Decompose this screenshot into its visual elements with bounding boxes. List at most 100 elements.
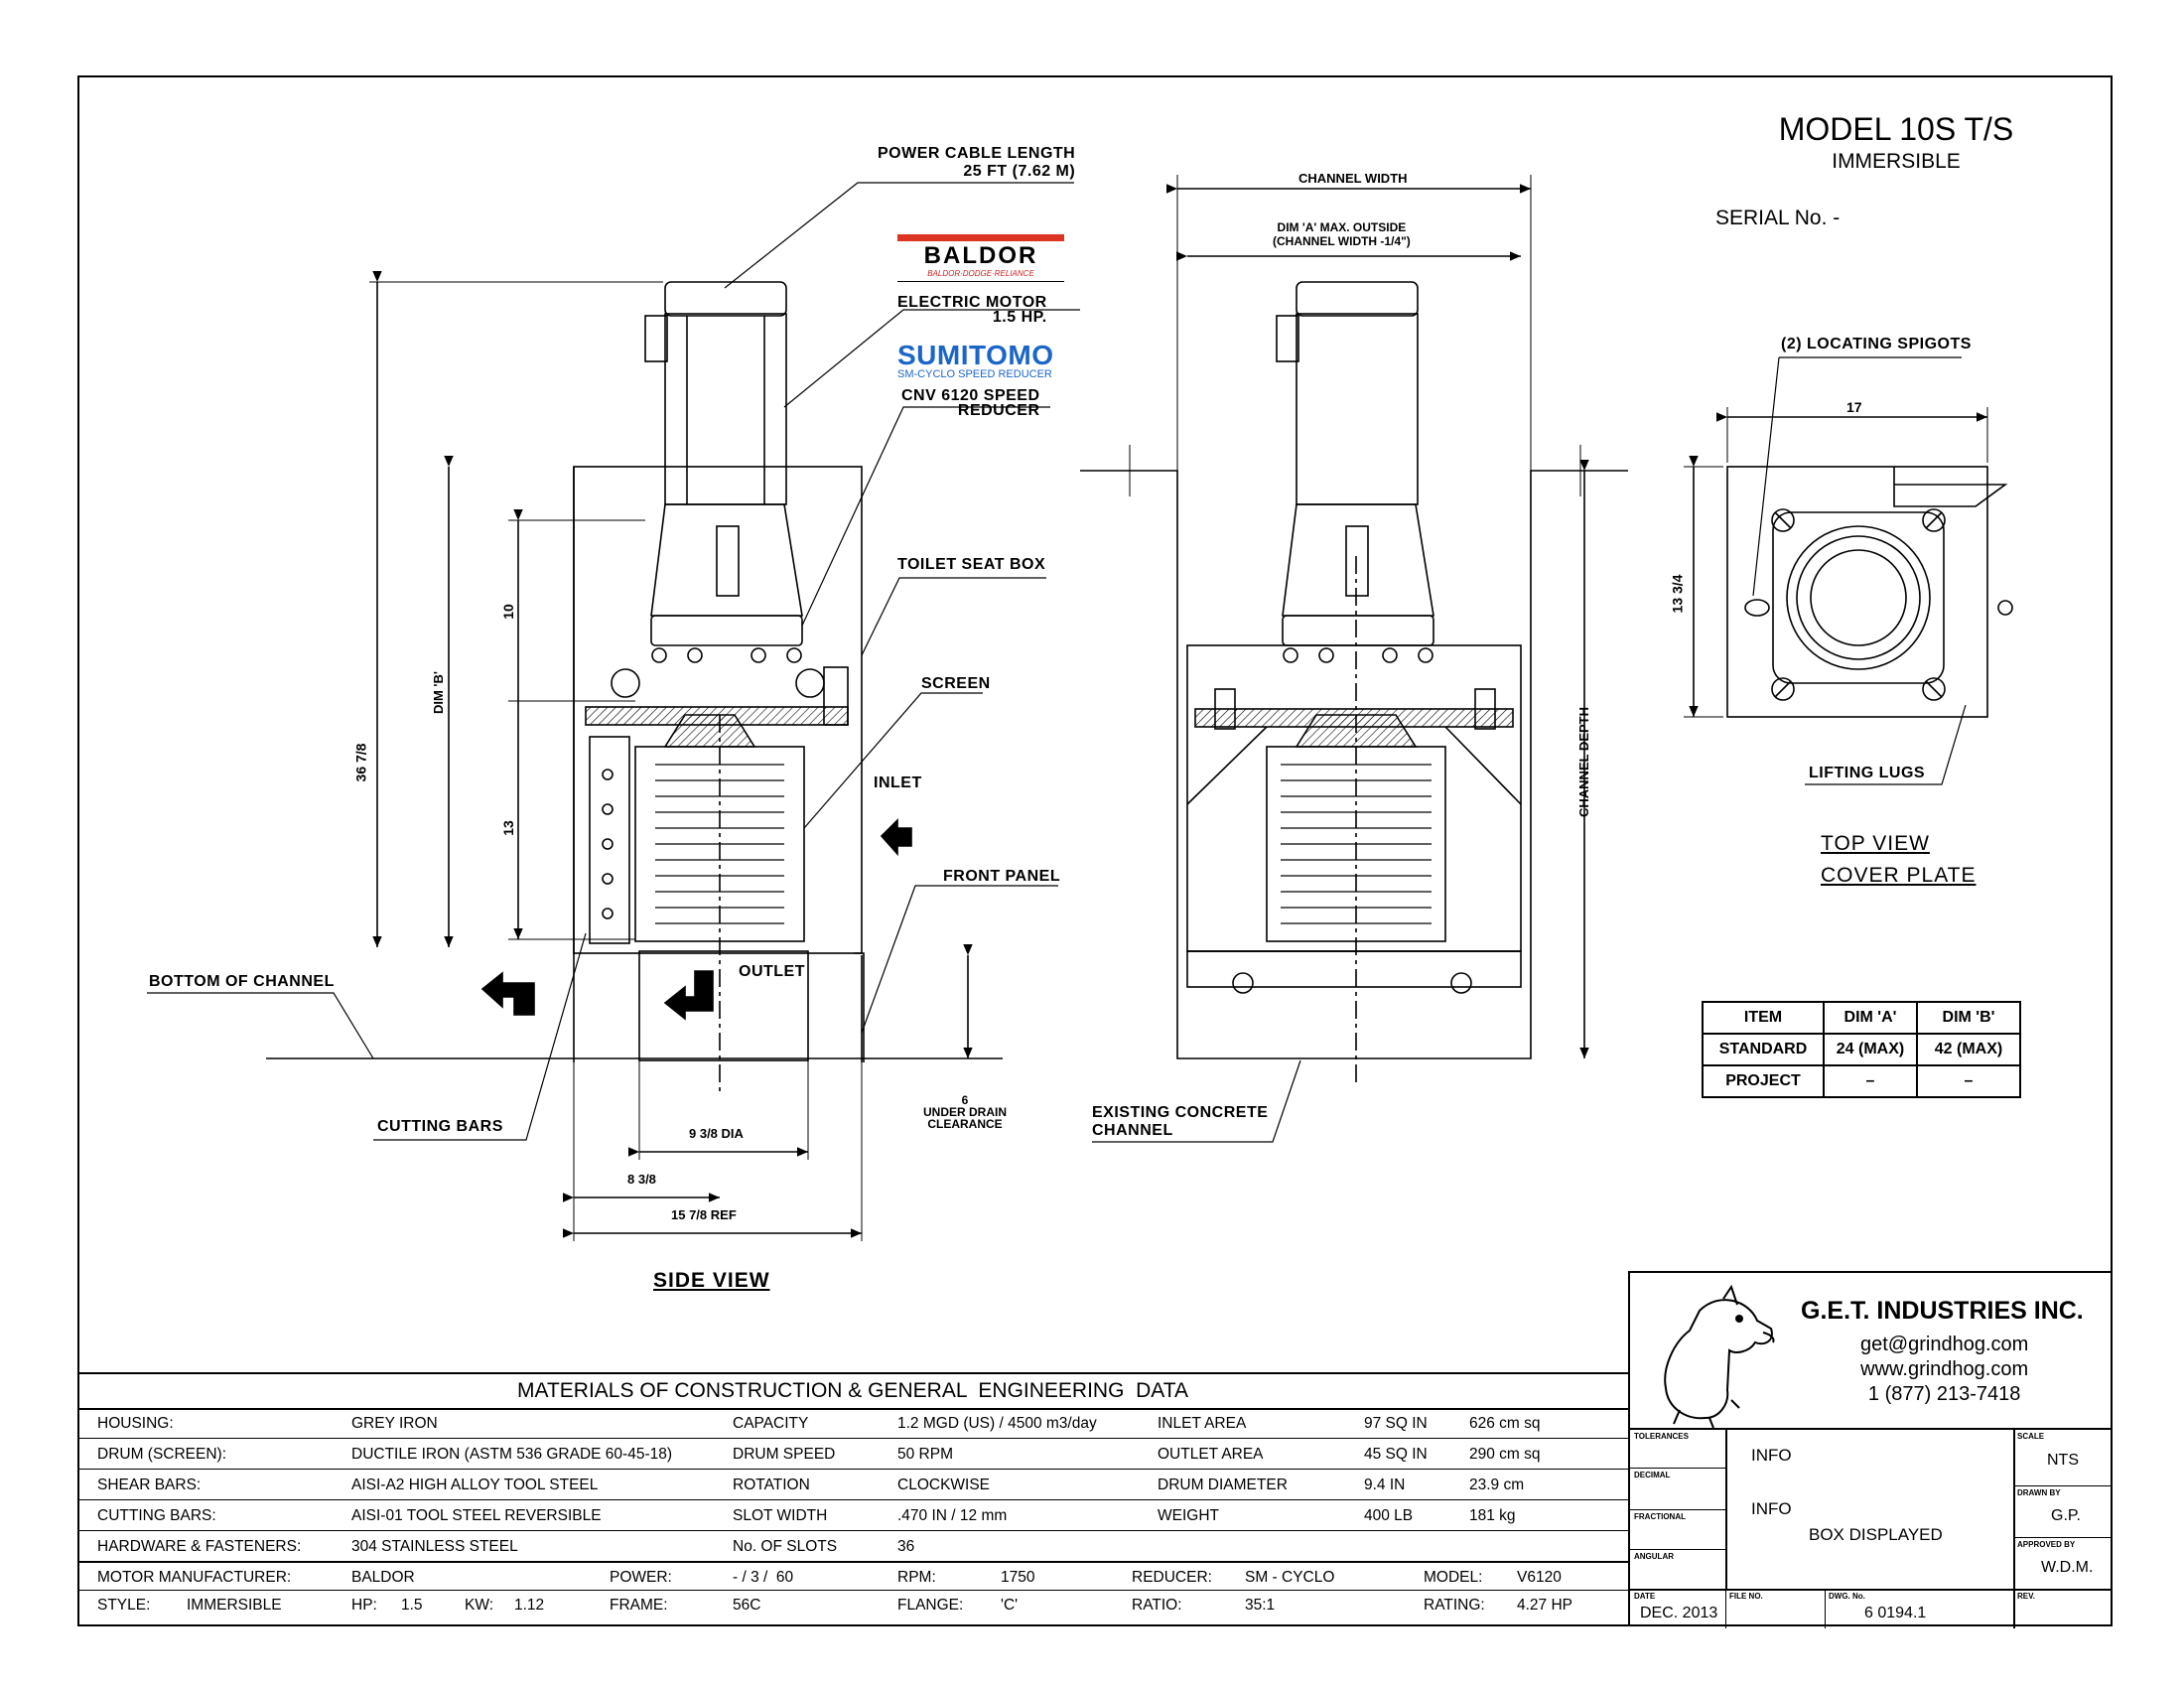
- label-front-panel: FRONT PANEL: [943, 868, 1061, 885]
- materials-title: MATERIALS OF CONSTRUCTION & GENERAL ENGI…: [77, 1374, 1628, 1410]
- materials-cell: INLET AREA: [1158, 1415, 1247, 1432]
- company-email[interactable]: get@grindhog.com: [1860, 1334, 2029, 1355]
- materials-cell: DRUM DIAMETER: [1158, 1477, 1288, 1493]
- label-cutting-bars: CUTTING BARS: [377, 1118, 503, 1135]
- dim-table-cell: PROJECT: [1702, 1064, 1825, 1098]
- dim-table-cell: –: [1916, 1064, 2021, 1098]
- motor-row-cell: RPM:: [897, 1569, 936, 1586]
- motor-row-cell: BALDOR: [351, 1569, 415, 1586]
- label-locating-spigots: (2) LOCATING SPIGOTS: [1781, 336, 1972, 352]
- company-phone[interactable]: 1 (877) 213-7418: [1867, 1383, 2021, 1405]
- tb-dwg: 6 0194.1: [1864, 1605, 1927, 1621]
- dim-13-34: 13 3/4: [1669, 574, 1686, 614]
- label-power-cable-line1: POWER CABLE LENGTH: [878, 145, 1076, 162]
- materials-cell: .470 IN / 12 mm: [897, 1507, 1008, 1524]
- company-name: G.E.T. INDUSTRIES INC.: [1801, 1297, 2084, 1325]
- tb-drawn: G.P.: [2051, 1507, 2081, 1524]
- materials-cell: 9.4 IN: [1364, 1477, 1406, 1493]
- materials-cell: DRUM SPEED: [733, 1446, 836, 1463]
- sumitomo-subline: SM-CYCLO SPEED REDUCER: [897, 368, 1052, 380]
- dim-b: DIM 'B': [431, 670, 447, 715]
- baldor-subline: BALDOR·DODGE·RELIANCE: [927, 269, 1034, 278]
- dim-drum-dia: 9 3/8 DIA: [689, 1126, 744, 1141]
- motor-row-cell: V6120: [1517, 1569, 1562, 1586]
- style-row-cell: KW:: [465, 1597, 493, 1614]
- materials-cell: 23.9 cm: [1469, 1477, 1525, 1493]
- motor-row-cell: MOTOR MANUFACTURER:: [97, 1569, 292, 1586]
- style-row-cell: HP:: [351, 1597, 377, 1614]
- materials-cell: No. OF SLOTS: [733, 1538, 838, 1555]
- label-electric-motor-line1: ELECTRIC MOTOR: [897, 294, 1047, 311]
- motor-row-cell: MODEL:: [1424, 1569, 1483, 1586]
- materials-cell: DRUM (SCREEN):: [97, 1446, 227, 1463]
- materials-cell: OUTLET AREA: [1158, 1446, 1264, 1463]
- materials-cell: 50 RPM: [897, 1446, 953, 1463]
- materials-cell: 304 STAINLESS STEEL: [351, 1538, 518, 1555]
- tb-date-label: DATE: [1634, 1592, 1656, 1601]
- motor-row-cell: REDUCER:: [1132, 1569, 1212, 1586]
- dim-table-head-a: DIM 'A': [1823, 1001, 1918, 1035]
- tb-scale-label: SCALE: [2017, 1432, 2045, 1441]
- table-row: STANDARD 24 (MAX) 42 (MAX): [1702, 1033, 2021, 1066]
- style-row-cell: FLANGE:: [897, 1597, 964, 1614]
- dimension-table: ITEM DIM 'A' DIM 'B' STANDARD 24 (MAX) 4…: [1702, 1001, 2021, 1098]
- dim-17: 17: [1846, 399, 1862, 415]
- style-row-cell: RATING:: [1424, 1597, 1485, 1614]
- company-contact: get@grindhog.com www.grindhog.com 1 (877…: [1860, 1333, 2028, 1407]
- style-row-cell: RATIO:: [1132, 1597, 1182, 1614]
- tb-fractional: FRACTIONAL: [1634, 1512, 1686, 1521]
- materials-cell: AISI-A2 HIGH ALLOY TOOL STEEL: [351, 1477, 599, 1493]
- label-lifting-lugs: LIFTING LUGS: [1809, 765, 1926, 781]
- label-under-drain-line3: CLEARANCE: [927, 1117, 1003, 1131]
- materials-cell: CLOCKWISE: [897, 1477, 991, 1493]
- sumitomo-logo: SUMITOMO SM-CYCLO SPEED REDUCER: [897, 340, 1053, 380]
- dim-10: 10: [499, 604, 516, 620]
- model-title: MODEL 10S T/S: [1778, 111, 2014, 147]
- tb-approved: W.D.M.: [2041, 1559, 2094, 1576]
- style-row-cell: 1.5: [401, 1597, 423, 1614]
- company-block: G.E.T. INDUSTRIES INC. get@grindhog.com …: [1628, 1271, 2113, 1429]
- materials-cell: CAPACITY: [733, 1415, 809, 1432]
- table-row: CUTTING BARS:AISI-01 TOOL STEEL REVERSIB…: [77, 1500, 1628, 1531]
- materials-cell: 626 cm sq: [1469, 1415, 1541, 1432]
- materials-cell: GREY IRON: [351, 1415, 438, 1432]
- side-reducer: [650, 503, 803, 617]
- motor-row-cell: POWER:: [610, 1569, 672, 1586]
- company-web[interactable]: www.grindhog.com: [1860, 1358, 2029, 1380]
- label-under-drain-value: 6: [961, 1093, 969, 1107]
- label-bottom-of-channel: BOTTOM OF CHANNEL: [149, 973, 335, 990]
- motor-row-cell: SM - CYCLO: [1245, 1569, 1335, 1586]
- label-under-drain-line2: UNDER DRAIN: [923, 1105, 1007, 1119]
- baldor-logo: BALDOR BALDOR·DODGE·RELIANCE: [897, 234, 1064, 282]
- tb-dwg-label: DWG. No.: [1829, 1592, 1865, 1601]
- table-row: HARDWARE & FASTENERS: 304 STAINLESS STEEL…: [77, 1531, 1628, 1562]
- tb-box-displayed: BOX DISPLAYED: [1809, 1525, 1943, 1544]
- tb-info-1: INFO: [1751, 1446, 1792, 1465]
- materials-cell: 181 kg: [1469, 1507, 1516, 1524]
- dim-8: 8 3/8: [627, 1172, 656, 1187]
- materials-cell: SHEAR BARS:: [97, 1477, 202, 1493]
- baldor-wordmark: BALDOR: [923, 242, 1038, 269]
- materials-cell: ROTATION: [733, 1477, 810, 1493]
- label-channel-depth: CHANNEL DEPTH: [1576, 707, 1591, 817]
- label-existing-line2: CHANNEL: [1092, 1122, 1173, 1139]
- serial-number: SERIAL No. -: [1715, 207, 1841, 229]
- materials-cell: 36: [897, 1538, 915, 1555]
- tb-approved-label: APPROVED BY: [2017, 1540, 2076, 1549]
- materials-cell: AISI-01 TOOL STEEL REVERSIBLE: [351, 1507, 602, 1524]
- sumitomo-wordmark: SUMITOMO: [897, 340, 1054, 370]
- materials-cell: 45 SQ IN: [1364, 1446, 1428, 1463]
- label-speed-reducer-line1: CNV 6120 SPEED: [901, 387, 1040, 404]
- style-row-cell: 56C: [733, 1597, 761, 1614]
- materials-cell: SLOT WIDTH: [733, 1507, 828, 1524]
- label-inlet: INLET: [874, 774, 922, 791]
- materials-cell: HARDWARE & FASTENERS:: [97, 1538, 302, 1555]
- tb-scale: NTS: [2047, 1452, 2079, 1469]
- materials-section: MATERIALS OF CONSTRUCTION & GENERAL ENGI…: [77, 1372, 1628, 1626]
- style-row-cell: 'C': [1001, 1597, 1019, 1614]
- materials-cell: 400 LB: [1364, 1507, 1414, 1524]
- label-speed-reducer-line2: REDUCER: [957, 402, 1040, 419]
- style-row-cell: IMMERSIBLE: [187, 1597, 282, 1614]
